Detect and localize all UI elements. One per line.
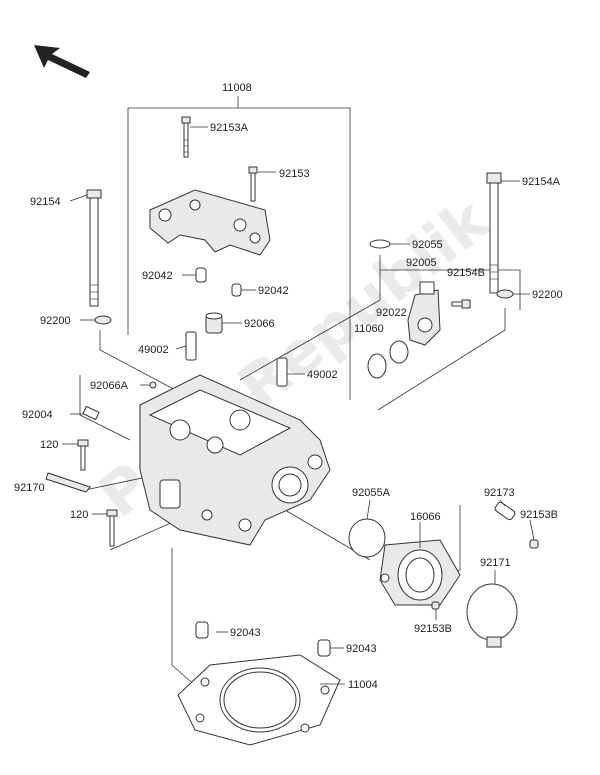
valve-guide-49002-right <box>276 357 288 387</box>
o-ring-92055A <box>348 518 386 558</box>
bolt-120-lower <box>106 509 118 547</box>
label-92042-left: 92042 <box>142 270 173 282</box>
label-92043-left: 92043 <box>230 627 261 639</box>
dowel-pin-92043-left <box>195 621 209 639</box>
label-92066A: 92066A <box>90 380 129 392</box>
label-92171: 92171 <box>480 557 511 569</box>
arrow-front-icon <box>34 45 90 78</box>
label-92042-right: 92042 <box>258 285 289 297</box>
plug-92066A <box>149 381 157 389</box>
label-92022: 92022 <box>376 307 407 319</box>
label-92200-right: 92200 <box>532 289 563 301</box>
label-92153B-bottom: 92153B <box>414 623 452 635</box>
label-92153: 92153 <box>279 168 310 180</box>
screw-92153B-bottom <box>431 601 440 610</box>
label-92066: 92066 <box>244 318 275 330</box>
o-ring-92022 <box>389 340 409 364</box>
bolt-92154B <box>451 299 471 309</box>
label-92154A: 92154A <box>522 176 561 188</box>
label-11008: 11008 <box>222 82 252 94</box>
gasket-11060 <box>367 353 387 379</box>
bolt-92153 <box>248 166 258 202</box>
label-11060: 11060 <box>354 323 384 335</box>
bolt-92153A <box>181 116 191 158</box>
stud-92004 <box>82 405 100 421</box>
valve-guide-49002-left <box>185 331 197 361</box>
stud-92154 <box>86 189 102 307</box>
clamp-92170 <box>45 472 91 493</box>
screw-92153B-right <box>529 539 539 549</box>
camshaft-cap <box>149 189 271 256</box>
group-bracket-11008 <box>127 96 351 400</box>
label-16066: 16066 <box>410 511 441 523</box>
label-92005: 92005 <box>406 257 437 269</box>
label-92055: 92055 <box>412 239 443 251</box>
label-92170: 92170 <box>14 482 45 494</box>
holder-16066 <box>379 539 461 606</box>
label-49002-left: 49002 <box>138 344 169 356</box>
seal-92066 <box>205 312 223 334</box>
collar-92173 <box>494 501 516 521</box>
dowel-pin-92042-right <box>231 283 242 297</box>
label-92200-left: 92200 <box>40 315 71 327</box>
label-120-lower: 120 <box>70 509 88 521</box>
washer-92200-right <box>496 289 514 299</box>
head-gasket-11004 <box>177 654 341 746</box>
label-92153A: 92153A <box>210 122 249 134</box>
o-ring-92055 <box>369 239 391 249</box>
label-92055A: 92055A <box>352 487 391 499</box>
stud-92154A <box>486 172 502 294</box>
label-92173: 92173 <box>484 487 515 499</box>
label-49002-right: 49002 <box>307 369 338 381</box>
clamp-92171 <box>466 583 518 648</box>
label-11004: 11004 <box>348 679 378 691</box>
bracket-92005 <box>379 255 521 310</box>
dowel-pin-92042-left <box>195 267 207 283</box>
label-92004: 92004 <box>22 409 53 421</box>
dowel-pin-92043-right <box>317 639 331 657</box>
label-92153B-right: 92153B <box>520 509 558 521</box>
label-92154: 92154 <box>30 196 61 208</box>
bolt-120-upper <box>77 439 89 471</box>
washer-92200-left <box>94 315 112 325</box>
label-120-upper: 120 <box>40 439 58 451</box>
label-92043-right: 92043 <box>346 643 377 655</box>
cylinder-head <box>139 374 331 546</box>
label-92154B: 92154B <box>447 267 485 279</box>
fitting-92005 <box>407 281 441 346</box>
